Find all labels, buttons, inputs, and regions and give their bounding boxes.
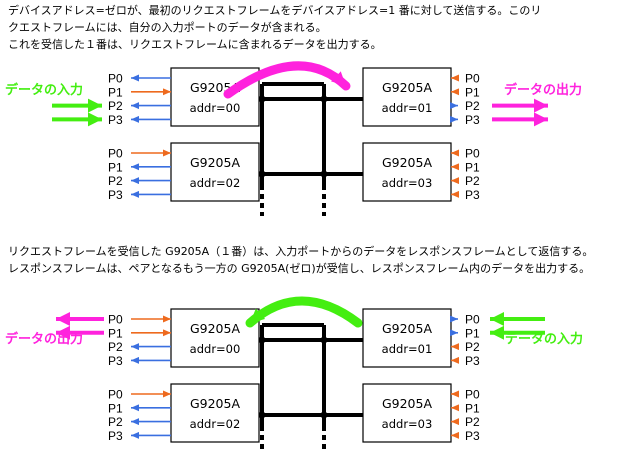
port-p0-label: P0 [108, 72, 123, 86]
port-p3-label: P3 [108, 188, 123, 202]
bus-junction-2 [320, 95, 328, 103]
bus-junction-3 [258, 411, 266, 419]
port-p2-label: P2 [108, 415, 123, 429]
port-p1-label: P1 [108, 401, 123, 415]
port-p3-label: P3 [108, 429, 123, 443]
port-p1-label: P1 [465, 401, 480, 415]
bus-junction-1 [258, 95, 266, 103]
description-bottom-line-1: リクエストフレームを受信した G9205A（１番）は、入力ポートからのデータをレ… [8, 245, 594, 258]
port-p0-label: P0 [465, 388, 480, 402]
chip-address: addr=03 [382, 417, 433, 431]
chip-box [170, 67, 260, 127]
bus-lines [259, 82, 363, 216]
description-top: デバイスアドレス=ゼロが、最初のリクエストフレームをデバイスアドレス=1 番に対… [8, 2, 541, 53]
chip-name: G9205A [382, 155, 432, 170]
chip-name: G9205A [190, 155, 240, 170]
chip-address: addr=00 [190, 342, 241, 356]
bus-junction-1 [258, 336, 266, 344]
bus-lines [259, 323, 363, 453]
scene-1: G9205Aaddr=00P0P1P2P3G9205Aaddr=01P0P1P2… [5, 61, 582, 216]
description-bottom: リクエストフレームを受信した G9205A（１番）は、入力ポートからのデータをレ… [8, 243, 593, 277]
port-p3-label: P3 [465, 188, 480, 202]
bus-junction-2 [320, 336, 328, 344]
port-p3-label: P3 [465, 113, 480, 127]
response-frame-arrow [245, 296, 363, 328]
output-label: データの出力 [504, 82, 582, 98]
chip-address: addr=00 [190, 101, 241, 115]
chip-name: G9205A [382, 321, 432, 336]
chip-name: G9205A [190, 321, 240, 336]
chip-box [362, 142, 452, 202]
chip-box [362, 383, 452, 443]
chip-box [170, 142, 260, 202]
port-p3-label: P3 [465, 429, 480, 443]
port-p2-label: P2 [465, 174, 480, 188]
port-p0-label: P0 [465, 313, 480, 327]
chip-address: addr=01 [382, 342, 433, 356]
port-p3-label: P3 [108, 113, 123, 127]
port-p0-label: P0 [465, 147, 480, 161]
description-top-line-2: クエストフレームには、自分の入力ポートのデータが含まれる。 [8, 21, 327, 34]
bus-junction-4 [320, 170, 328, 178]
bus-junction-4 [320, 411, 328, 419]
port-p2-label: P2 [108, 174, 123, 188]
port-p1-label: P1 [108, 85, 123, 99]
port-p0-label: P0 [108, 147, 123, 161]
port-p0-label: P0 [465, 72, 480, 86]
chip-address: addr=03 [382, 176, 433, 190]
port-p2-label: P2 [108, 340, 123, 354]
port-p2-label: P2 [465, 99, 480, 113]
output-label: データの出力 [5, 331, 83, 347]
port-p1-label: P1 [465, 326, 480, 340]
port-p3-label: P3 [108, 354, 123, 368]
description-bottom-line-2: レスポンスフレームは、ペアとなるもう一方の G9205A(ゼロ)が受信し、レスポ… [8, 262, 591, 275]
port-p3-label: P3 [465, 354, 480, 368]
input-label: データの入力 [5, 82, 83, 98]
port-p0-label: P0 [108, 313, 123, 327]
port-p2-label: P2 [465, 340, 480, 354]
chip-address: addr=02 [190, 417, 241, 431]
port-p1-label: P1 [108, 326, 123, 340]
input-label: データの入力 [505, 331, 583, 347]
scene-2: G9205Aaddr=00P0P1P2P3G9205Aaddr=01P0P1P2… [5, 296, 583, 453]
chip-name: G9205A [382, 80, 432, 95]
port-p1-label: P1 [465, 160, 480, 174]
chip-box [170, 383, 260, 443]
port-p2-label: P2 [108, 99, 123, 113]
description-top-line-3: これを受信した１番は、リクエストフレームに含まれるデータを出力する。 [8, 38, 382, 51]
chip-address: addr=02 [190, 176, 241, 190]
port-p1-label: P1 [465, 85, 480, 99]
chip-name: G9205A [190, 396, 240, 411]
bus-junction-3 [258, 170, 266, 178]
chip-address: addr=01 [382, 101, 433, 115]
description-top-line-1: デバイスアドレス=ゼロが、最初のリクエストフレームをデバイスアドレス=1 番に対… [8, 4, 542, 17]
chip-name: G9205A [382, 396, 432, 411]
port-p1-label: P1 [108, 160, 123, 174]
port-p2-label: P2 [465, 415, 480, 429]
chip-box [362, 308, 452, 368]
port-p0-label: P0 [108, 388, 123, 402]
chip-box [170, 308, 260, 368]
request-frame-arrow [223, 61, 351, 99]
chip-box [362, 67, 452, 127]
